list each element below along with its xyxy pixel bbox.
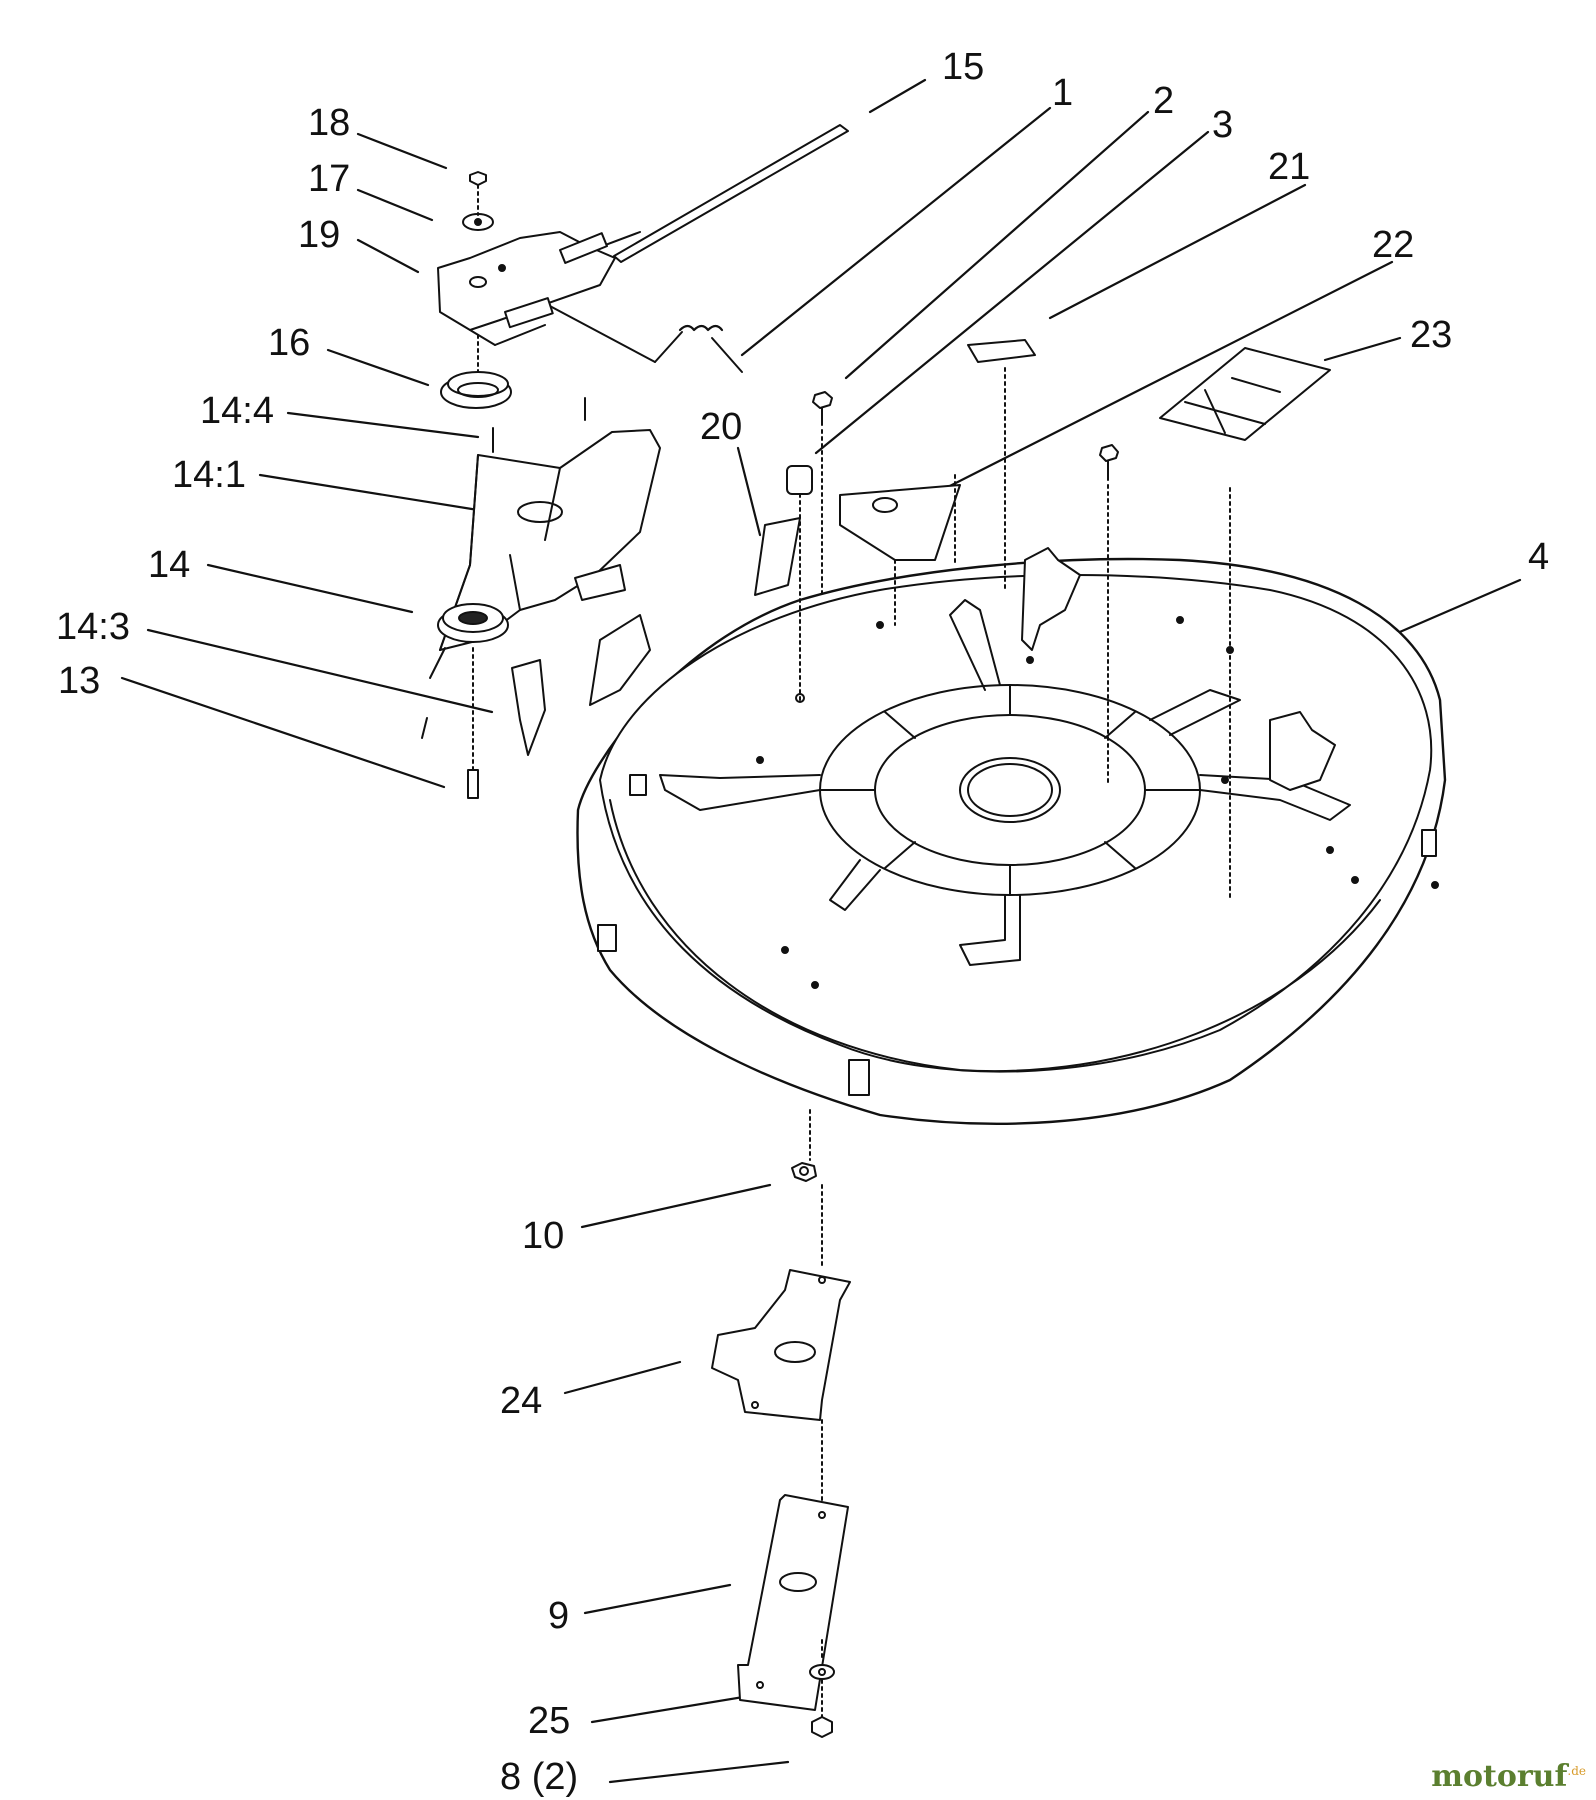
lower-parts [711,1109,851,1738]
callout-13: 13 [58,660,101,702]
callout-4: 4 [1528,536,1550,578]
watermark-brand: motoruf [1431,1759,1568,1794]
callout-1: 1 [1052,72,1074,114]
bushing [440,334,512,409]
callout-2: 2 [1153,80,1175,122]
deck-hardware [754,339,1331,901]
callout-20: 20 [700,406,743,448]
callout-14: 14 [148,544,191,586]
callout-14-4: 14:4 [200,390,274,432]
spring [547,304,743,373]
callout-9: 9 [548,1595,570,1637]
watermark-suffix: .de [1567,1764,1586,1778]
callout-17: 17 [308,158,351,200]
callout-19: 19 [298,214,341,256]
callout-16: 16 [268,322,311,364]
callout-21: 21 [1268,146,1311,188]
callout-25: 25 [528,1700,571,1742]
callout-18: 18 [308,102,351,144]
callout-23: 23 [1410,314,1453,356]
deck [576,547,1447,1125]
callout-3: 3 [1212,104,1234,146]
callout-24: 24 [500,1380,543,1422]
callout-15: 15 [942,46,985,88]
callout-22: 22 [1372,224,1415,266]
callout-14-1: 14:1 [172,454,246,496]
lever-arm [437,171,616,346]
watermark-logo: motoruf.de [1431,1762,1586,1792]
callout-14-3: 14:3 [56,606,130,648]
idler-arm [421,397,661,799]
callout-8: 8 (2) [500,1756,579,1798]
callout-10: 10 [522,1215,565,1257]
